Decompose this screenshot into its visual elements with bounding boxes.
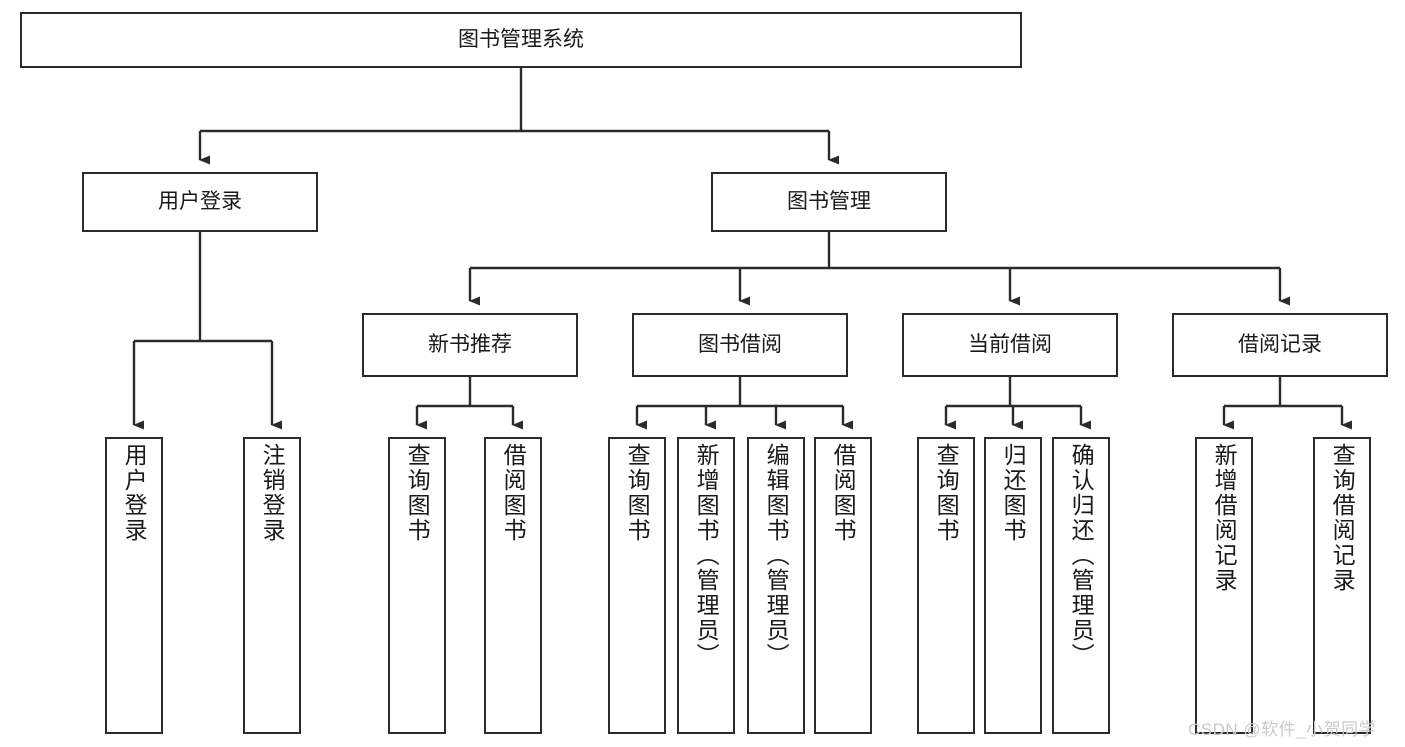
node-book-management[interactable]: 图书管理: [711, 172, 947, 232]
leaf-borrow-book-2-label: 借阅图书: [830, 443, 857, 543]
node-new-book-recommend[interactable]: 新书推荐: [362, 313, 578, 377]
node-book-borrow[interactable]: 图书借阅: [632, 313, 848, 377]
leaf-logout-label: 注销登录: [259, 443, 286, 543]
leaf-confirm-return[interactable]: 确认归还（管理员）: [1052, 437, 1110, 734]
leaf-return-book-label: 归还图书: [1000, 443, 1027, 543]
leaf-borrow-book-1-label: 借阅图书: [500, 443, 527, 543]
leaf-borrow-book-2[interactable]: 借阅图书: [814, 437, 872, 734]
leaf-query-book-1-label: 查询图书: [404, 443, 431, 543]
node-current-borrow[interactable]: 当前借阅: [902, 313, 1118, 377]
leaf-add-book[interactable]: 新增图书（管理员）: [677, 437, 735, 734]
leaf-user-login[interactable]: 用户登录: [105, 437, 163, 734]
csdn-watermark: CSDN @软件_小贺同学: [1188, 720, 1377, 739]
leaf-add-book-label: 新增图书（管理员）: [693, 443, 720, 668]
node-root[interactable]: 图书管理系统: [20, 12, 1022, 68]
leaf-add-record-label: 新增借阅记录: [1211, 443, 1238, 593]
node-borrow-record[interactable]: 借阅记录: [1172, 313, 1388, 377]
leaf-add-record[interactable]: 新增借阅记录: [1195, 437, 1253, 734]
leaf-logout[interactable]: 注销登录: [243, 437, 301, 734]
leaf-borrow-book-1[interactable]: 借阅图书: [484, 437, 542, 734]
leaf-confirm-return-label: 确认归还（管理员）: [1068, 443, 1095, 668]
leaf-query-book-2-label: 查询图书: [624, 443, 651, 543]
leaf-return-book[interactable]: 归还图书: [984, 437, 1042, 734]
node-book-borrow-label: 图书借阅: [698, 332, 782, 356]
leaf-query-book-1[interactable]: 查询图书: [388, 437, 446, 734]
node-root-label: 图书管理系统: [458, 27, 584, 51]
leaf-query-book-2[interactable]: 查询图书: [608, 437, 666, 734]
node-new-book-recommend-label: 新书推荐: [428, 332, 512, 356]
leaf-user-login-label: 用户登录: [121, 443, 148, 543]
node-user-login[interactable]: 用户登录: [82, 172, 318, 232]
node-user-login-label: 用户登录: [158, 189, 242, 213]
leaf-query-record-label: 查询借阅记录: [1329, 443, 1356, 593]
leaf-edit-book[interactable]: 编辑图书（管理员）: [747, 437, 805, 734]
leaf-query-book-3-label: 查询图书: [933, 443, 960, 543]
leaf-edit-book-label: 编辑图书（管理员）: [763, 443, 790, 668]
node-book-management-label: 图书管理: [787, 189, 871, 213]
node-current-borrow-label: 当前借阅: [968, 332, 1052, 356]
leaf-query-book-3[interactable]: 查询图书: [917, 437, 975, 734]
node-borrow-record-label: 借阅记录: [1238, 332, 1322, 356]
leaf-query-record[interactable]: 查询借阅记录: [1313, 437, 1371, 734]
